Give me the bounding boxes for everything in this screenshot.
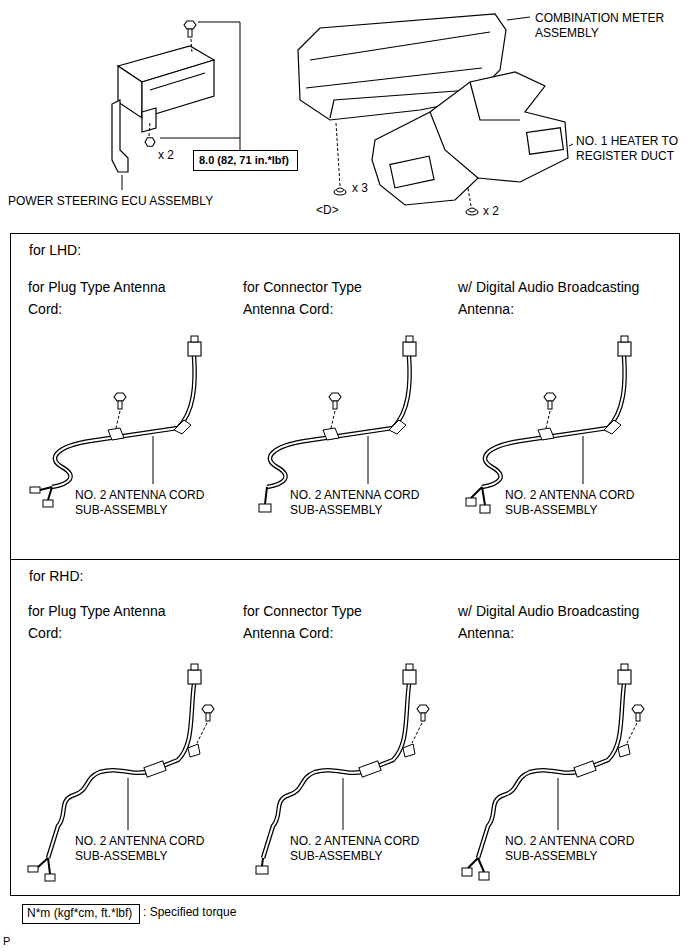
part-name: NO. 2 ANTENNA CORD SUB-ASSEMBLY: [290, 488, 435, 518]
part-name: NO. 2 ANTENNA CORD SUB-ASSEMBLY: [75, 488, 220, 518]
quantity: x 2: [158, 148, 174, 163]
variant-heading: for Connector Type Antenna Cord:: [243, 600, 413, 644]
figure-code: P: [3, 934, 10, 949]
quantity: x 2: [483, 204, 499, 219]
legend-text: : Specified torque: [143, 905, 236, 920]
part-name: NO. 2 ANTENNA CORD SUB-ASSEMBLY: [505, 488, 650, 518]
part-name: NO. 2 ANTENNA CORD SUB-ASSEMBLY: [75, 488, 220, 518]
variant-heading: w/ Digital Audio Broadcasting Antenna:: [458, 276, 673, 320]
variant-heading: for Plug Type Antenna Cord:: [28, 276, 198, 320]
part-name: NO. 2 ANTENNA CORD SUB-ASSEMBLY: [75, 834, 220, 864]
part-name: POWER STEERING ECU ASSEMBLY: [8, 194, 213, 209]
variant-heading: w/ Digital Audio Broadcasting Antenna:: [458, 600, 673, 644]
variant-heading: for Connector Type Antenna Cord:: [243, 276, 413, 320]
part-name: NO. 1 HEATER TO REGISTER DUCT: [576, 134, 684, 164]
fastener-code: <D>: [316, 203, 339, 218]
legend-box: N*m (kgf*cm, ft.*lbf): [22, 904, 140, 924]
part-name: NO. 2 ANTENNA CORD SUB-ASSEMBLY: [505, 834, 650, 864]
variant-heading: w/ Digital Audio Broadcasting Antenna:: [458, 600, 673, 644]
variant-heading: for Plug Type Antenna Cord:: [28, 276, 198, 320]
legend-text: : Specified torque: [143, 905, 236, 920]
quantity: x 3: [352, 181, 368, 196]
part-name: NO. 2 ANTENNA CORD SUB-ASSEMBLY: [290, 834, 435, 864]
fastener-code: <D>: [316, 203, 339, 218]
unit-key: N*m (kgf*cm, ft.*lbf): [27, 906, 132, 921]
part-name: NO. 2 ANTENNA CORD SUB-ASSEMBLY: [505, 488, 650, 518]
part-name: NO. 2 ANTENNA CORD SUB-ASSEMBLY: [75, 834, 220, 864]
part-name: NO. 1 HEATER TO REGISTER DUCT: [576, 134, 684, 164]
figure-code: P: [3, 934, 10, 949]
torque-box: 8.0 (82, 71 in.*lbf): [193, 150, 298, 171]
variant-heading: for Plug Type Antenna Cord:: [28, 600, 198, 644]
part-name: NO. 2 ANTENNA CORD SUB-ASSEMBLY: [505, 834, 650, 864]
variant-heading: for Plug Type Antenna Cord:: [28, 600, 198, 644]
torque-value: 8.0 (82, 71 in.*lbf): [199, 153, 289, 167]
variant-heading: for Connector Type Antenna Cord:: [243, 600, 413, 644]
quantity: x 2: [158, 148, 174, 163]
quantity: x 3: [352, 181, 368, 196]
quantity: x 2: [483, 204, 499, 219]
panel-heading: for LHD:: [29, 242, 661, 259]
panel-heading: for RHD:: [29, 568, 661, 585]
variant-heading: for Connector Type Antenna Cord:: [243, 276, 413, 320]
part-name: COMBINATION METER ASSEMBLY: [535, 11, 685, 41]
part-name: NO. 2 ANTENNA CORD SUB-ASSEMBLY: [290, 488, 435, 518]
variant-heading: w/ Digital Audio Broadcasting Antenna:: [458, 276, 673, 320]
part-name: NO. 2 ANTENNA CORD SUB-ASSEMBLY: [290, 834, 435, 864]
part-name: POWER STEERING ECU ASSEMBLY: [8, 194, 213, 209]
part-name: COMBINATION METER ASSEMBLY: [535, 11, 685, 41]
